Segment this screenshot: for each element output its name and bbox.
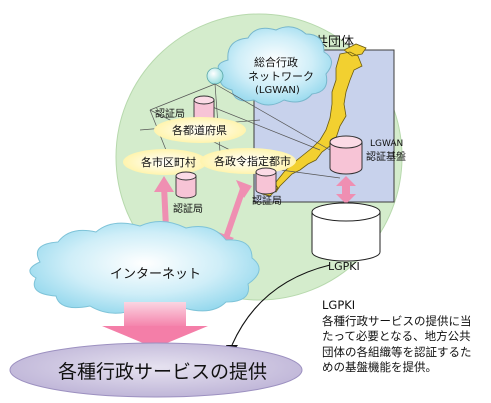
lgwan-cloud: [217, 26, 332, 106]
lgpki-cylinder: [311, 202, 381, 262]
internet-to-provision-arrow: [102, 302, 208, 348]
lgpki-label: LGPKI: [328, 260, 360, 273]
note-title: LGPKI: [322, 298, 356, 312]
cert-office-top-label: 認証局: [155, 107, 185, 120]
note-line-1: 各種行政サービスの提供に当: [322, 313, 472, 328]
lgpki-to-provision-arrow: [231, 264, 331, 346]
note-line-4: めの基盤機能を提供。: [322, 360, 437, 374]
cert-office-left-label: 認証局: [173, 202, 203, 215]
cert-office-mid-label: 認証局: [252, 194, 282, 207]
service-provision-node: [9, 342, 303, 398]
designated-cities-label: 各政令指定都市: [214, 154, 291, 168]
designated-cities-node: [200, 148, 296, 174]
lgwan-cert-label-line2: 認証基盤: [366, 150, 406, 163]
lgwan-label-line2: ネットワーク: [248, 70, 314, 83]
prefectures-node: [154, 117, 246, 143]
lgwan-lgpki-arrow: [336, 176, 356, 204]
internet-label: インターネット: [110, 267, 201, 282]
municipalities-label: 各市区町村: [141, 155, 196, 169]
cert-office-left-cylinder: [175, 171, 197, 199]
lgwan-cert-platform-cylinder: [329, 135, 363, 175]
service-provision-label: 各種行政サービスの提供: [58, 361, 267, 383]
internet-cloud: [29, 221, 260, 315]
lgpki-description: LGPKI 各種行政サービスの提供に当 たって必要となる、地方公共 団体の各組織…: [322, 298, 488, 376]
lgwan-cert-label-line1: LGWAN: [370, 139, 403, 149]
prefectures-label: 各都道府県: [172, 123, 227, 137]
lgwan-label-line3: (LGWAN): [255, 85, 300, 96]
municipalities-node: [123, 149, 207, 175]
note-line-3: 団体の各組織等を認証するた: [322, 344, 472, 359]
network-node-icon: [206, 67, 224, 85]
note-line-2: たって必要となる、地方公共: [322, 329, 471, 343]
cert-office-mid-cylinder: [255, 167, 277, 195]
cert-office-top-cylinder: [193, 95, 215, 123]
lgwan-label-line1: 総合行政: [254, 55, 298, 69]
